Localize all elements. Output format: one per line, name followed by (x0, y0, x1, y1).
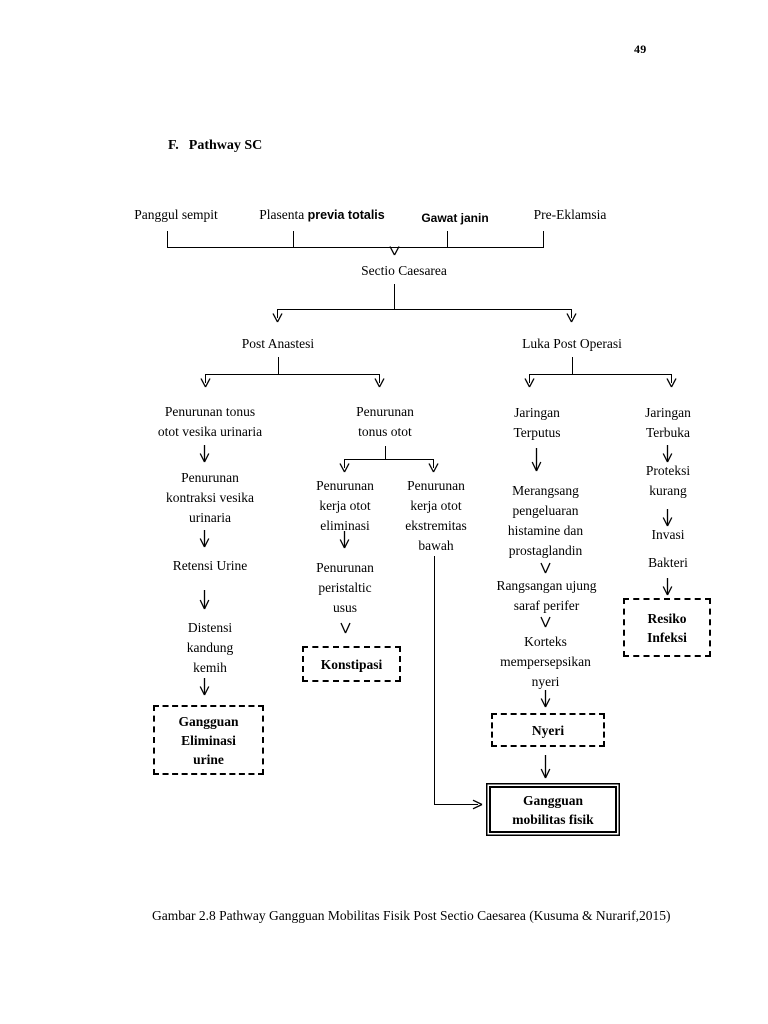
node-post-anastesi: Post Anastesi (241, 336, 315, 351)
node-rangsangan-ujung-saraf: Rangsangan ujung saraf perifer (496, 578, 597, 613)
outcome-gangguan-eliminasi-urine: Gangguan Eliminasi urine (153, 705, 264, 775)
node-plasenta-serif: Plasenta (259, 207, 308, 222)
arrowhead-eliminasi-to-peristaltic (339, 531, 350, 549)
arrowhead-to-penurunan-kerja-otot-ekstremitas (428, 462, 439, 473)
node-panggul-sempit: Panggul sempit (134, 207, 218, 222)
node-jaringan-terputus: Jaringan Terputus (513, 405, 561, 440)
node-pre-eklamsia: Pre-Eklamsia (533, 207, 607, 222)
arrowhead-proteksi-to-invasi (662, 509, 673, 527)
arrowhead-distensi-to-gangguan-eliminasi (199, 678, 210, 696)
arrowhead-bakteri-to-resiko-infeksi (662, 578, 673, 596)
connector-sectio-left-stem (277, 309, 279, 318)
connector-sectio-down (394, 284, 396, 310)
connector-post-anastesi-right-stem (379, 374, 381, 383)
connector-luka-right-stem (671, 374, 673, 383)
outcome-gangguan-mobilitas-fisik: Gangguan mobilitas fisik (489, 786, 617, 833)
node-sectio-caesarea: Sectio Caesarea (361, 263, 447, 278)
connector-ekstremitas-to-mobilitas (434, 804, 478, 806)
node-penurunan-peristaltic-usus: Penurunan peristaltic usus (316, 560, 374, 615)
node-penurunan-tonus-otot-vesika: Penurunan tonus otot vesika urinaria (157, 404, 263, 439)
arrowhead-to-penurunan-kerja-otot-eliminasi (339, 462, 350, 473)
arrowhead-korteks-to-nyeri (540, 690, 551, 708)
node-bakteri: Bakteri (648, 555, 688, 570)
arrowhead-rangsangan-to-korteks (540, 614, 551, 628)
arrowhead-terbuka-to-proteksi (662, 445, 673, 463)
figure-caption: Gambar 2.8 Pathway Gangguan Mobilitas Fi… (152, 908, 671, 923)
node-previa-totalis-sans: previa totalis (307, 208, 385, 222)
section-title: Pathway SC (188, 138, 263, 153)
connector-post-anastesi-bus (205, 374, 380, 376)
arrowhead-to-luka-post-operasi (566, 312, 577, 323)
arrowhead-vesika-to-kontraksi (199, 445, 210, 463)
outcome-nyeri: Nyeri (491, 713, 605, 747)
section-letter: F. (168, 138, 179, 153)
connector-gawat-down (447, 231, 449, 248)
arrowhead-to-jaringan-terputus (524, 377, 535, 388)
node-distensi-kandung-kemih: Distensi kandung kemih (186, 620, 234, 675)
arrowhead-to-sectio-caesarea (389, 245, 400, 256)
arrowhead-to-post-anastesi (272, 312, 283, 323)
connector-post-anastesi-left-stem (205, 374, 207, 383)
node-penurunan-tonus-otot: Penurunan tonus otot (356, 404, 414, 439)
node-merangsang-pengeluaran: Merangsang pengeluaran histamine dan pro… (507, 483, 584, 558)
connector-plasenta-down (293, 231, 295, 248)
connector-luka-left-stem (529, 374, 531, 383)
node-luka-post-operasi: Luka Post Operasi (522, 336, 622, 351)
arrowhead-to-penurunan-tonus-otot (374, 377, 385, 388)
arrowhead-to-gangguan-mobilitas-left (470, 799, 483, 810)
arrowhead-to-jaringan-terbuka (666, 377, 677, 388)
arrowhead-nyeri-to-gangguan-mobilitas (540, 755, 551, 779)
arrowhead-merangsang-to-rangsangan (540, 560, 551, 574)
connector-luka-down (572, 357, 574, 375)
connector-tonus-otot-bus (344, 459, 434, 461)
section-heading: F. Pathway SC (168, 138, 262, 154)
arrowhead-peristaltic-to-konstipasi (340, 620, 351, 634)
node-plasenta-previa-totalis: Plasenta previa totalis (247, 205, 397, 225)
arrowhead-kontraksi-to-retensi (199, 530, 210, 548)
arrowhead-retensi-to-distensi (199, 590, 210, 610)
connector-sectio-right-stem (571, 309, 573, 318)
page-number: 49 (634, 42, 647, 56)
node-korteks-mempersepsikan-nyeri: Korteks mempersepsikan nyeri (500, 634, 591, 689)
connector-tonus-otot-down (385, 446, 387, 460)
outcome-resiko-infeksi: Resiko Infeksi (623, 598, 711, 657)
node-proteksi-kurang: Proteksi kurang (645, 463, 691, 498)
outcome-konstipasi: Konstipasi (302, 646, 401, 682)
connector-preeklamsia-down (543, 231, 545, 248)
node-retensi-urine: Retensi Urine (172, 558, 248, 573)
node-penurunan-kerja-otot-eliminasi: Penurunan kerja otot eliminasi (316, 478, 374, 533)
node-penurunan-kontraksi-vesika: Penurunan kontraksi vesika urinaria (165, 470, 255, 525)
arrowhead-terputus-to-merangsang (531, 448, 542, 472)
connector-luka-bus (529, 374, 672, 376)
connector-ekstremitas-long-down (434, 556, 436, 805)
connector-causes-bus (167, 247, 544, 249)
connector-tonus-right-stem (433, 459, 435, 468)
connector-tonus-left-stem (344, 459, 346, 468)
node-penurunan-kerja-otot-ekstremitas: Penurunan kerja otot ekstremitas bawah (405, 478, 467, 553)
node-invasi: Invasi (651, 527, 685, 542)
connector-post-anastesi-down (278, 357, 280, 375)
connector-sectio-split-bus (277, 309, 572, 311)
node-gawat-janin: Gawat janin (421, 211, 489, 225)
node-jaringan-terbuka: Jaringan Terbuka (645, 405, 691, 440)
connector-panggul-down (167, 231, 169, 248)
arrowhead-to-penurunan-tonus-vesika (200, 377, 211, 388)
